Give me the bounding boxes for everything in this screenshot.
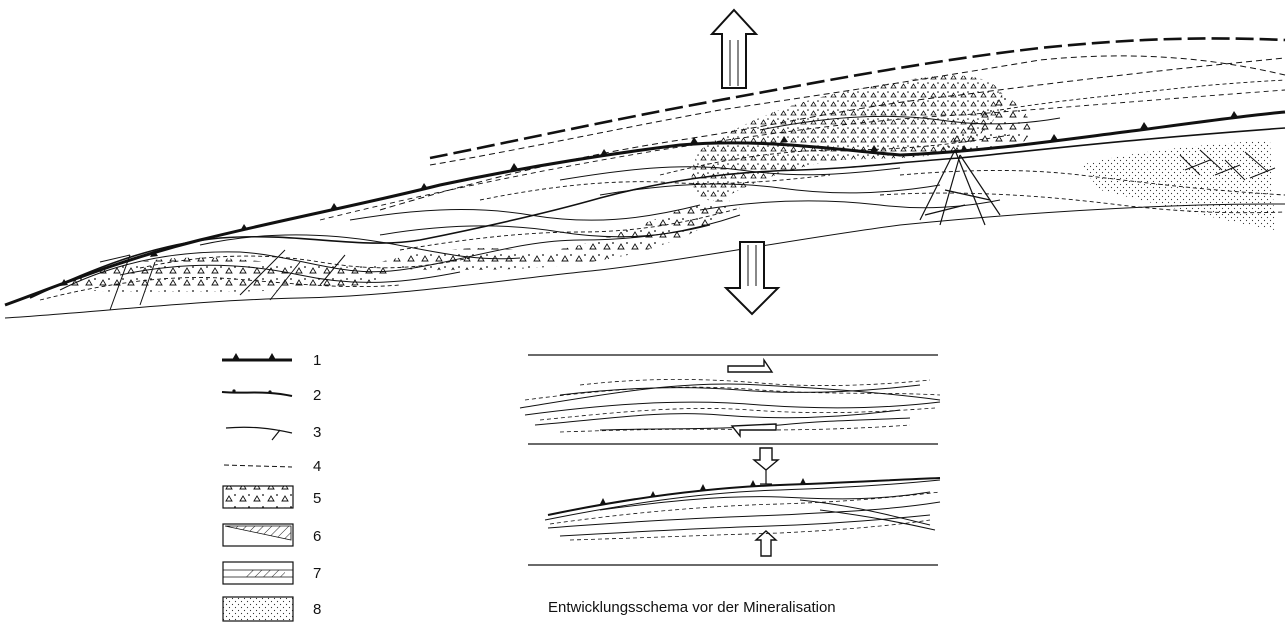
schema-upper-dashed — [525, 379, 940, 432]
breccia-zone-left — [60, 257, 390, 292]
schema-upper-lenses — [520, 384, 940, 430]
legend-num-5: 5 — [313, 490, 321, 507]
right-shear-arrow-icon — [728, 360, 772, 372]
legend-num-2: 2 — [313, 387, 321, 404]
legend-num-8: 8 — [313, 601, 321, 618]
legend-num-7: 7 — [313, 565, 321, 582]
legend-symbol-5 — [223, 486, 293, 508]
legend: 1 2 3 4 5 6 7 8 — [222, 352, 321, 621]
legend-symbol-8 — [223, 597, 293, 621]
legend-symbol-7 — [223, 562, 293, 584]
legend-symbol-2 — [222, 389, 292, 396]
schema-lower-lenses — [545, 480, 940, 536]
legend-num-4: 4 — [313, 458, 321, 475]
schema-up-arrow-icon — [756, 531, 776, 556]
up-arrow-icon — [712, 10, 756, 88]
faults-right — [920, 150, 1000, 225]
legend-symbol-6 — [223, 524, 293, 546]
main-cross-section — [5, 38, 1285, 318]
down-arrow-icon — [726, 242, 778, 314]
legend-num-3: 3 — [313, 424, 321, 441]
legend-symbol-1 — [222, 353, 292, 360]
schema-caption: Entwicklungsschema vor der Mineralisatio… — [548, 599, 836, 616]
evolution-schema: Entwicklungsschema vor der Mineralisatio… — [520, 355, 940, 616]
legend-num-1: 1 — [313, 352, 321, 369]
schema-down-arrow-icon — [754, 448, 778, 470]
stippled-zone-right — [1080, 140, 1275, 230]
legend-num-6: 6 — [313, 528, 321, 545]
legend-symbol-3 — [226, 427, 292, 440]
left-shear-arrow-icon — [732, 424, 776, 436]
legend-symbol-4 — [224, 465, 292, 467]
